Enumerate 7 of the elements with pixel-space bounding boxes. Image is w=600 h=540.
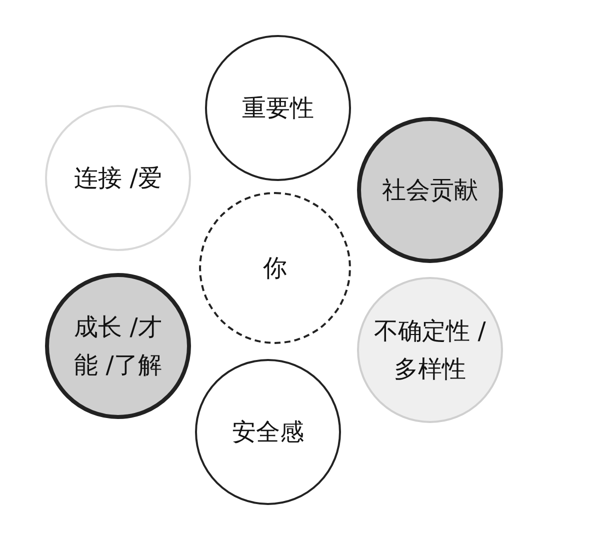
circle-label: 安全感 xyxy=(232,417,304,448)
circle-label: 你 xyxy=(263,253,287,284)
circle-label: 不确定性 /多样性 xyxy=(373,316,487,385)
circle-label: 成长 /才能 /了解 xyxy=(73,312,163,381)
circle-label: 连接 /爱 xyxy=(74,163,162,194)
circle-label: 重要性 xyxy=(242,93,314,124)
circle-label: 社会贡献 xyxy=(382,175,478,206)
